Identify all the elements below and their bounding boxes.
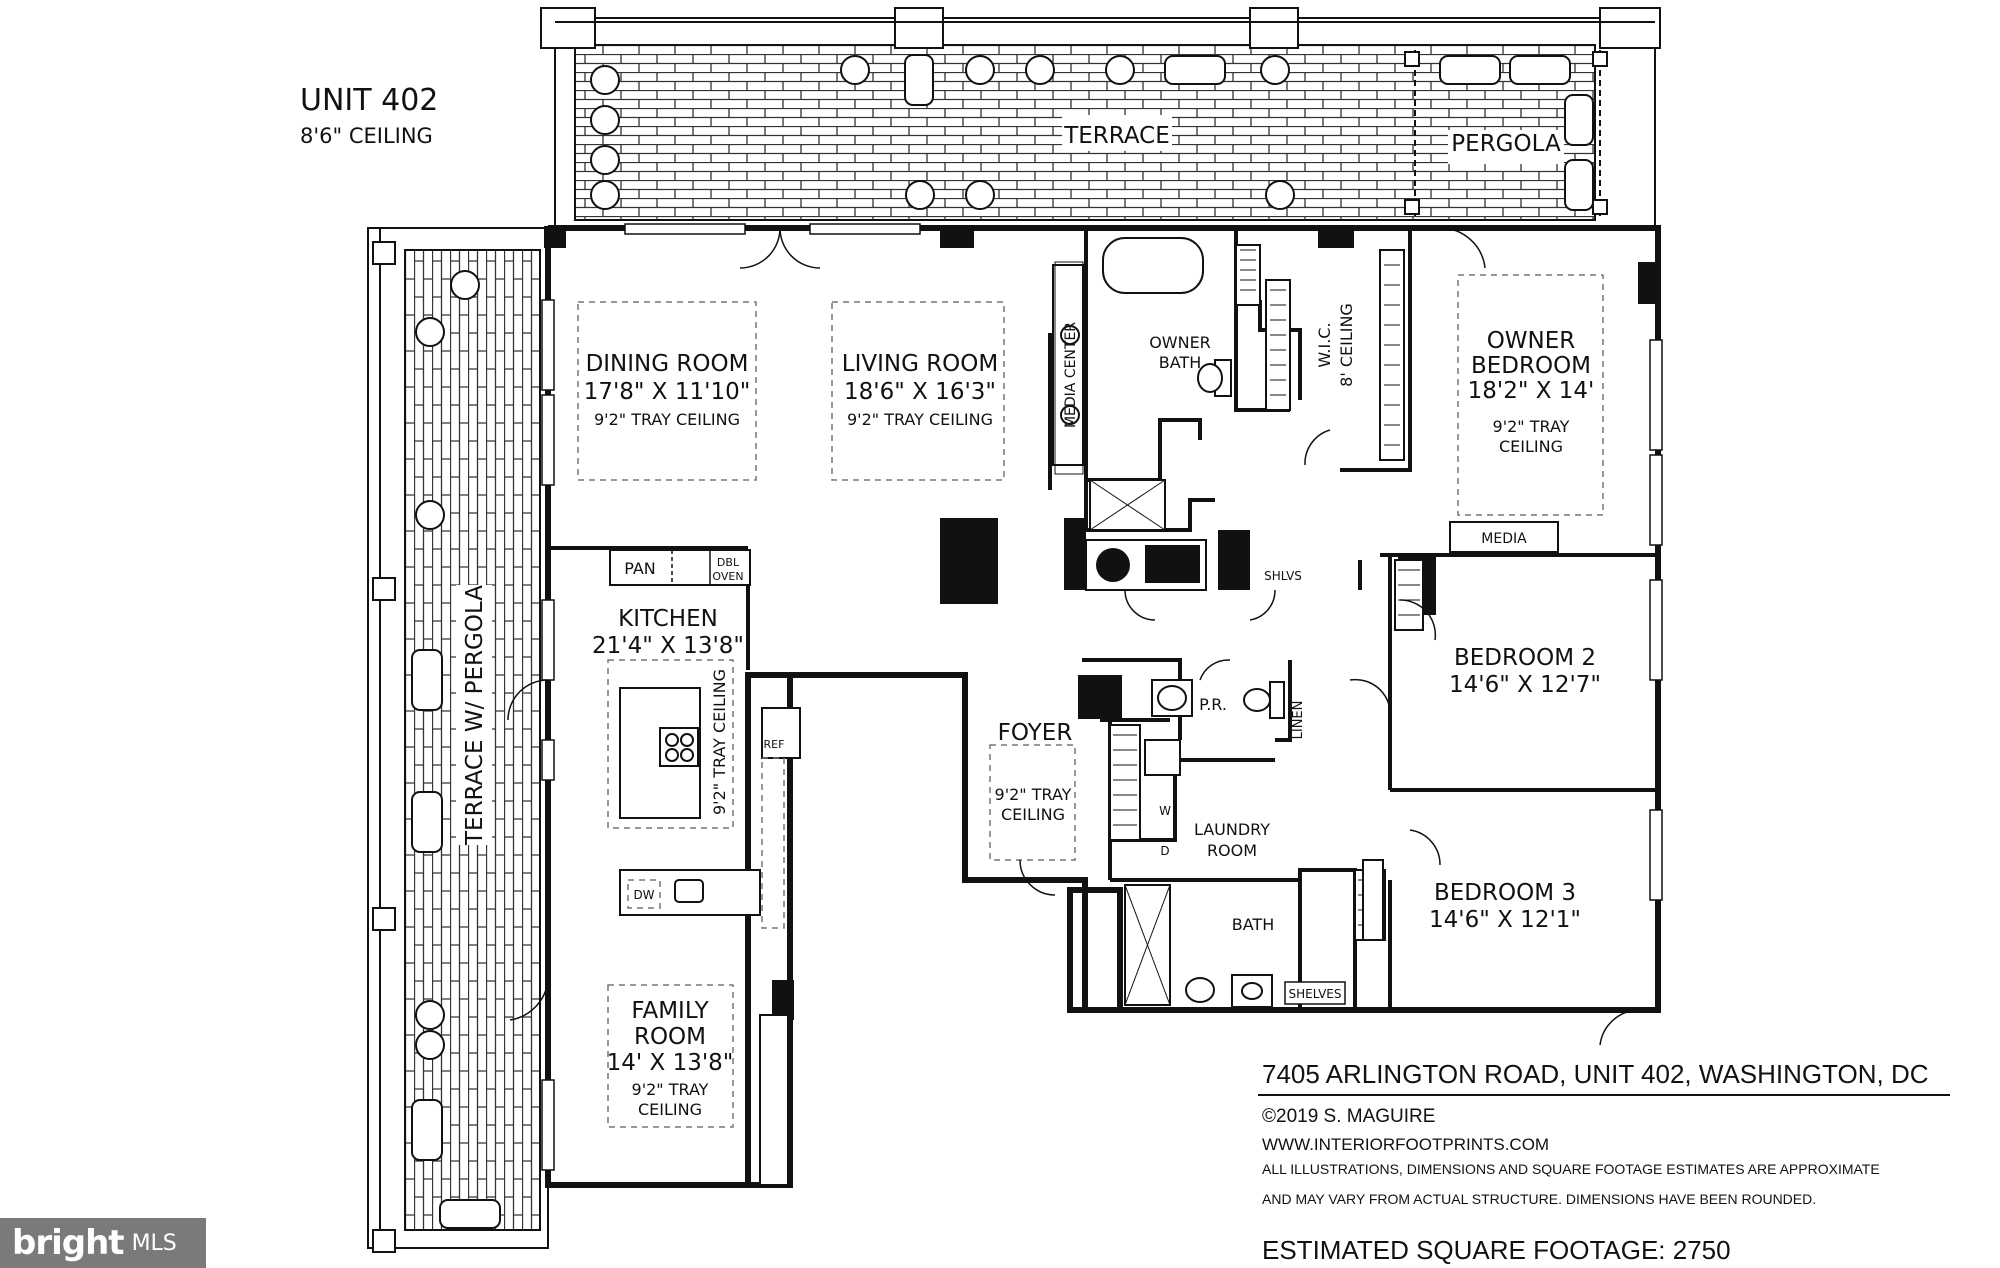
kitchen-ceiling: 9'2" TRAY CEILING — [710, 669, 729, 815]
unit-ceiling-label: 8'6" CEILING — [300, 124, 433, 148]
family-room-label-2: ROOM — [634, 1024, 706, 1050]
owner-bedroom-ceiling-2: CEILING — [1499, 437, 1563, 456]
left-terrace: TERRACE W/ PERGOLA — [367, 227, 549, 1253]
wic-ceiling-label: 8' CEILING — [1337, 303, 1356, 387]
family-room-label-1: FAMILY — [631, 998, 709, 1024]
owner-bedroom-dim: 18'2" X 14' — [1468, 378, 1595, 404]
shelves-label: SHELVES — [1289, 987, 1342, 1001]
living-room-ceiling: 9'2" TRAY CEILING — [847, 410, 993, 429]
tray-ceilings — [577, 274, 1604, 1186]
powder-room-label: P.R. — [1199, 695, 1227, 714]
washer-label: W — [1159, 804, 1171, 818]
foyer-label: FOYER — [998, 720, 1073, 746]
dining-room-label: DINING ROOM — [586, 351, 749, 377]
disclaimer-line-1: ALL ILLUSTRATIONS, DIMENSIONS AND SQUARE… — [1262, 1161, 1880, 1177]
bedroom-3-label: BEDROOM 3 — [1434, 880, 1576, 906]
dining-room-ceiling: 9'2" TRAY CEILING — [594, 410, 740, 429]
wic-label: W.I.C. — [1315, 322, 1334, 367]
fixtures — [1052, 237, 1559, 1008]
copyright-label: ©2019 S. MAGUIRE — [1262, 1106, 1435, 1127]
website-label: WWW.INTERIORFOOTPRINTS.COM — [1262, 1135, 1549, 1154]
refrigerator-label: REF — [764, 738, 785, 751]
pantry-label: PAN — [624, 559, 656, 578]
dining-room-dim: 17'8" X 11'10" — [584, 379, 751, 405]
mls-logo-text: MLS — [131, 1230, 177, 1256]
dishwasher-label: DW — [633, 888, 654, 902]
living-room-label: LIVING ROOM — [842, 351, 999, 377]
linen-label: LINEN — [1291, 701, 1306, 740]
windows — [541, 223, 1663, 1171]
family-room-dim: 14' X 13'8" — [607, 1050, 734, 1076]
top-terrace: TERRACE PERGOLA — [540, 7, 1661, 229]
doors — [507, 227, 1641, 1046]
info-block: 7405 ARLINGTON ROAD, UNIT 402, WASHINGTO… — [1258, 1059, 1950, 1265]
foyer-ceiling-2: CEILING — [1001, 805, 1065, 824]
foyer-ceiling-1: 9'2" TRAY — [995, 785, 1072, 804]
kitchen-dim: 21'4" X 13'8" — [592, 633, 744, 659]
terrace-label: TERRACE — [1063, 123, 1170, 149]
owner-bedroom-label-2: BEDROOM — [1471, 353, 1591, 379]
bath-label: BATH — [1232, 915, 1274, 934]
owner-bath-label-2: BATH — [1159, 353, 1201, 372]
pergola-label: PERGOLA — [1451, 131, 1561, 157]
dryer-label: D — [1160, 844, 1169, 858]
kitchen-layout — [609, 549, 801, 929]
owner-bedroom-ceiling-1: 9'2" TRAY — [1493, 417, 1570, 436]
bright-logo-text: bright — [12, 1223, 125, 1263]
laundry-label-1: LAUNDRY — [1194, 820, 1270, 839]
shelves-label-top: SHLVS — [1264, 569, 1302, 583]
owner-bedroom-label-1: OWNER — [1487, 328, 1576, 354]
address-label: 7405 ARLINGTON ROAD, UNIT 402, WASHINGTO… — [1262, 1059, 1929, 1089]
bedroom-3-dim: 14'6" X 12'1" — [1429, 907, 1581, 933]
media-label: MEDIA — [1481, 531, 1527, 547]
double-oven-label-1: DBL — [717, 556, 740, 569]
kitchen-label: KITCHEN — [618, 606, 718, 632]
structural-blocks — [940, 518, 1250, 719]
room-labels: UNIT 402 8'6" CEILING DINING ROOM 17'8" … — [300, 83, 1601, 1119]
bedroom-2-dim: 14'6" X 12'7" — [1449, 672, 1601, 698]
terrace-pergola-label: TERRACE W/ PERGOLA — [462, 585, 488, 846]
owner-bath-label-1: OWNER — [1149, 333, 1211, 352]
living-room-dim: 18'6" X 16'3" — [844, 379, 996, 405]
laundry-label-2: ROOM — [1207, 841, 1257, 860]
media-center-label: MEDIA CENTER — [1063, 322, 1079, 428]
bright-mls-logo: bright MLS — [0, 1218, 206, 1268]
family-room-ceiling-1: 9'2" TRAY — [632, 1080, 709, 1099]
double-oven-label-2: OVEN — [712, 570, 743, 583]
square-footage-label: ESTIMATED SQUARE FOOTAGE: 2750 — [1262, 1235, 1731, 1265]
bedroom-2-label: BEDROOM 2 — [1454, 645, 1596, 671]
disclaimer-line-2: AND MAY VARY FROM ACTUAL STRUCTURE. DIME… — [1262, 1191, 1816, 1207]
family-room-ceiling-2: CEILING — [638, 1100, 702, 1119]
unit-label: UNIT 402 — [300, 83, 438, 118]
